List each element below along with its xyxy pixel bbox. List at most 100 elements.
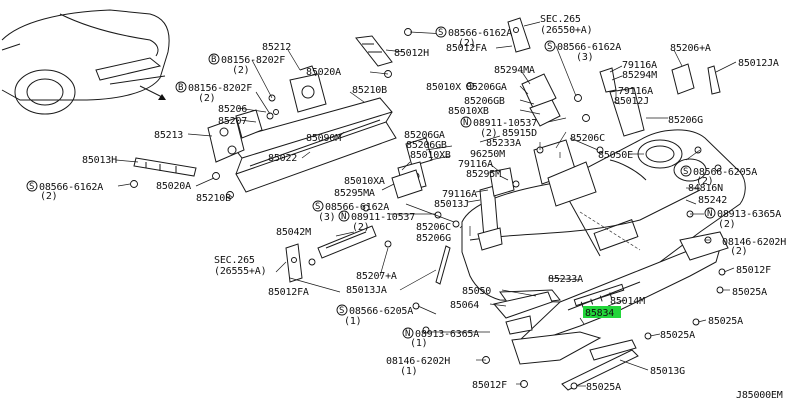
bolt-marker-icon — [336, 304, 348, 316]
label-79116A-left[interactable]: 79116A — [442, 189, 477, 200]
label-85010XB-mid[interactable]: 85010XB — [448, 106, 489, 117]
label-85915D[interactable]: 85915D — [502, 128, 537, 139]
label-85025A-bottom[interactable]: 85025A — [586, 382, 621, 393]
bolt-marker-letter: B — [178, 83, 183, 93]
label-08913-6365A-right[interactable]: 08913-6365A — [717, 209, 781, 220]
label-08566-6162A-left[interactable]: 08566-6162A — [39, 182, 103, 193]
bolt-marker-letter: S — [339, 306, 344, 316]
label-qty: (2) — [198, 93, 215, 104]
part-labels: 85212 B 08156-8202F (2) B 08156-8202F (2… — [26, 14, 786, 400]
label-85206GA-left[interactable]: 85206GA — [404, 130, 445, 141]
label-85213[interactable]: 85213 — [154, 130, 183, 141]
bolt-marker-letter: S — [315, 202, 320, 212]
label-qty: (2) — [232, 65, 249, 76]
label-85012FA-top[interactable]: 85012FA — [446, 43, 487, 54]
label-08566-6205A-right[interactable]: 08566-6205A — [693, 167, 757, 178]
label-85295MA[interactable]: 85295MA — [334, 188, 375, 199]
label-85012J[interactable]: 85012J — [614, 96, 649, 107]
label-85294MA[interactable]: 85294MA — [494, 65, 535, 76]
label-85042M[interactable]: 85042M — [276, 227, 311, 238]
label-85206C-low[interactable]: 85206C — [416, 222, 451, 233]
upper-bracket-85212 — [289, 65, 327, 113]
label-85025A-r1[interactable]: 85025A — [732, 287, 767, 298]
label-96250M[interactable]: 96250M — [470, 149, 505, 160]
label-08566-6162A-topright[interactable]: 08566-6162A — [557, 42, 621, 53]
label-85010X[interactable]: 85010X — [426, 82, 461, 93]
label-85020A-top[interactable]: 85020A — [306, 67, 341, 78]
label-85206G[interactable]: 85206G — [668, 115, 703, 126]
label-85013H[interactable]: 85013H — [82, 155, 117, 166]
label-85090M[interactable]: 85090M — [306, 133, 341, 144]
label-84816N[interactable]: 84816N — [688, 183, 723, 194]
label-85014M[interactable]: 85014M — [610, 296, 645, 307]
nut-marker-letter: N — [707, 209, 712, 219]
highlight-85834[interactable] — [583, 306, 621, 318]
label-85233A-top[interactable]: 85233A — [486, 138, 521, 149]
label-85233A-low[interactable]: 85233A — [548, 274, 583, 285]
label-85022[interactable]: 85022 — [268, 153, 297, 164]
nut-marker-icon — [338, 210, 350, 222]
label-85212[interactable]: 85212 — [262, 42, 291, 53]
label-qty: (3) — [576, 52, 593, 63]
bolt-marker-icon — [208, 53, 220, 65]
label-08913-6365A-low[interactable]: 08913-6365A — [415, 329, 479, 340]
label-85207-plusA[interactable]: 85207+A — [356, 271, 397, 282]
label-qty: (1) — [400, 366, 417, 377]
label-85064[interactable]: 85064 — [450, 300, 479, 311]
label-08911-10537-mid[interactable]: 08911-10537 — [351, 212, 415, 223]
label-85295M[interactable]: 85295M — [466, 169, 501, 180]
label-79116A-low[interactable]: 79116A — [458, 159, 493, 170]
bolt-marker-icon — [26, 180, 38, 192]
bolt-marker-letter: S — [683, 167, 688, 177]
label-85210B-top[interactable]: 85210B — [352, 85, 387, 96]
label-qty: (1) — [344, 316, 361, 327]
label-85242[interactable]: 85242 — [698, 195, 727, 206]
label-08566-6162A-topmid[interactable]: 08566-6162A — [448, 28, 512, 39]
label-sec265-left[interactable]: SEC.265 — [214, 255, 255, 266]
label-85206GA-mid[interactable]: 85206GA — [466, 82, 507, 93]
label-sec265-top[interactable]: SEC.265 — [540, 14, 581, 25]
bracket-85012FA-low — [285, 243, 303, 283]
label-85206GB-left[interactable]: 85206GB — [406, 140, 447, 151]
label-85025A-low[interactable]: 85025A — [660, 330, 695, 341]
label-79116A-mid[interactable]: 79116A — [618, 86, 653, 97]
label-08146-6202H-low[interactable]: 08146-6202H — [386, 356, 450, 367]
label-85010XA[interactable]: 85010XA — [344, 176, 385, 187]
right-side-bracket — [599, 63, 729, 261]
label-85294M[interactable]: 85294M — [622, 70, 657, 81]
label-08156-8202F-mid[interactable]: 08156-8202F — [188, 83, 252, 94]
label-85013JA[interactable]: 85013JA — [346, 285, 387, 296]
label-85020A-left[interactable]: 85020A — [156, 181, 191, 192]
label-85206GB-mid[interactable]: 85206GB — [464, 96, 505, 107]
label-08911-10537-top[interactable]: 08911-10537 — [473, 118, 537, 129]
label-85012JA[interactable]: 85012JA — [738, 58, 779, 69]
label-85206-plusA[interactable]: 85206+A — [670, 43, 711, 54]
label-85012FA-low[interactable]: 85012FA — [268, 287, 309, 298]
label-85012F-low[interactable]: 85012F — [472, 380, 507, 391]
label-79116A-top[interactable]: 79116A — [622, 60, 657, 71]
label-85013G[interactable]: 85013G — [650, 366, 685, 377]
label-85050[interactable]: 85050 — [462, 286, 491, 297]
bolt-marker-letter: B — [211, 55, 216, 65]
label-85207-left[interactable]: 85207 — [218, 116, 247, 127]
label-85012F-right[interactable]: 85012F — [736, 265, 771, 276]
label-08156-8202F-top[interactable]: 08156-8202F — [221, 55, 285, 66]
label-85210B-low[interactable]: 85210B — [196, 193, 231, 204]
label-08566-6205A-low[interactable]: 08566-6205A — [349, 306, 413, 317]
label-85206G-low[interactable]: 85206G — [416, 233, 451, 244]
label-08566-6162A-center[interactable]: 08566-6162A — [325, 202, 389, 213]
bolt-marker-icon — [544, 40, 556, 52]
label-85206C-top[interactable]: 85206C — [570, 133, 605, 144]
label-85834[interactable]: 85834 — [585, 308, 614, 319]
label-85206-left[interactable]: 85206 — [218, 104, 247, 115]
label-85012H[interactable]: 85012H — [394, 48, 429, 59]
label-08146-6202H-right[interactable]: 08146-6202H — [722, 237, 786, 248]
label-85025A-r2[interactable]: 85025A — [708, 316, 743, 327]
bolt-marker-letter: S — [29, 182, 34, 192]
label-85050E[interactable]: 85050E — [598, 150, 633, 161]
label-85010XB-left[interactable]: 85010XB — [410, 150, 451, 161]
strip-85013G — [561, 349, 639, 391]
label-85013J[interactable]: 85013J — [434, 199, 469, 210]
bracket-85012FA-top — [507, 17, 531, 53]
